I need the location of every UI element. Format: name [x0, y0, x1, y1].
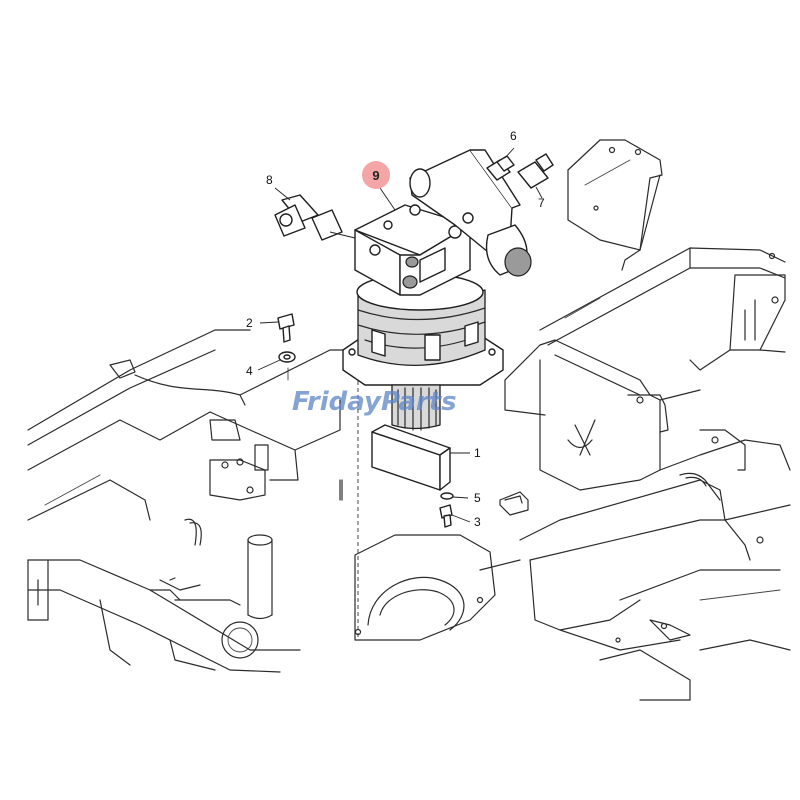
- callout-9-highlight[interactable]: 9: [362, 161, 390, 189]
- callout-labels: 1 2 3 4 5 6 7 8: [246, 129, 545, 529]
- callout-3-label[interactable]: 3: [474, 515, 481, 529]
- fitting-7: [517, 153, 554, 199]
- cover-plate-1: [371, 424, 451, 491]
- callout-4-label[interactable]: 4: [246, 364, 253, 378]
- pinion-gear: [391, 384, 441, 431]
- callout-leaders: [257, 147, 515, 523]
- washer-4: [278, 351, 296, 381]
- bolt-3: [439, 504, 453, 528]
- washer-5: [440, 492, 454, 500]
- highlight-circle: [362, 161, 390, 189]
- callout-5-label[interactable]: 5: [474, 491, 481, 505]
- relief-valve-arm: [409, 149, 532, 277]
- watermark-logo: FridayParts: [292, 387, 457, 417]
- callout-6-label[interactable]: 6: [510, 129, 517, 143]
- swing-motor-body: [356, 273, 486, 366]
- fitting-6: [486, 155, 515, 181]
- upper-frame-structure: [539, 139, 786, 371]
- valve-block: [354, 204, 471, 296]
- callout-7-label[interactable]: 7: [538, 196, 545, 210]
- elbow-fitting-8: [274, 194, 356, 241]
- callout-1-label[interactable]: 1: [474, 446, 481, 460]
- bolt-2: [277, 313, 295, 343]
- callout-8-label[interactable]: 8: [266, 173, 273, 187]
- center-frame-structure: [239, 349, 529, 641]
- callout-2-label[interactable]: 2: [246, 316, 253, 330]
- right-frame-structure: [479, 339, 791, 701]
- callout-9-label: 9: [372, 168, 379, 183]
- left-frame-structure: [27, 329, 301, 673]
